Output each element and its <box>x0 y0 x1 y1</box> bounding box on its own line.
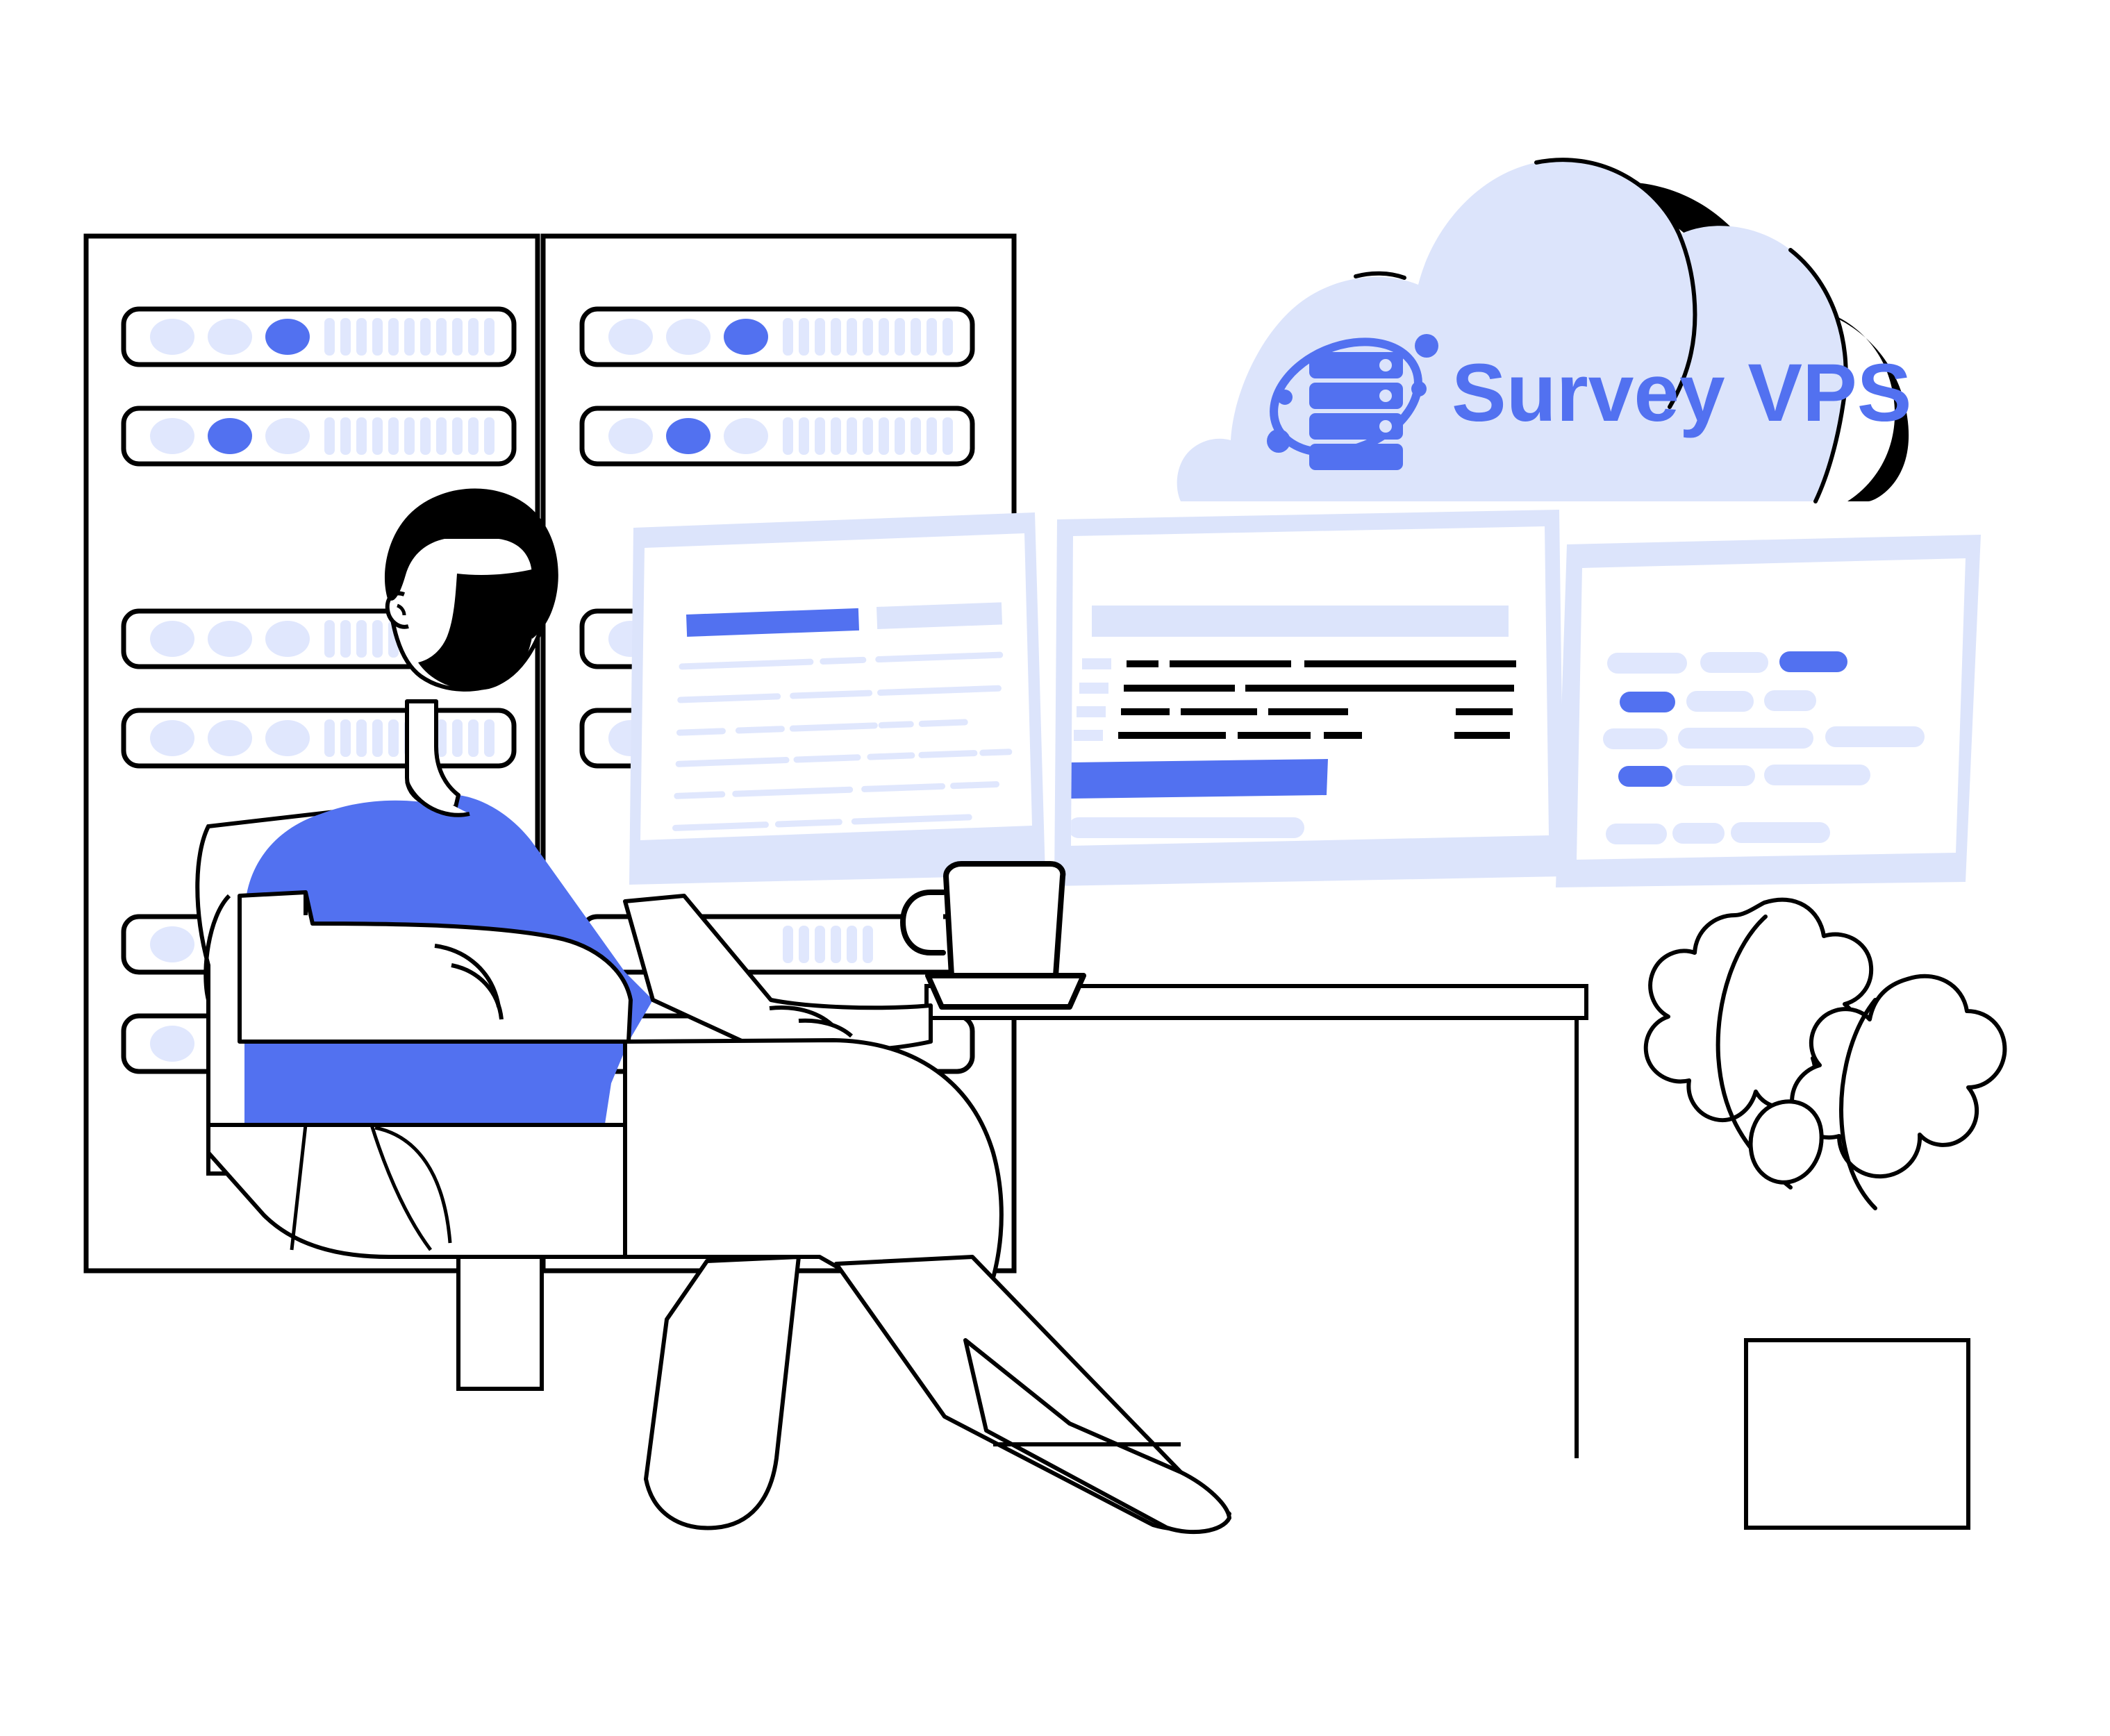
monitor-left-content <box>672 602 1013 831</box>
monitor-left[interactable] <box>629 512 1045 885</box>
rack-led <box>208 319 252 355</box>
chair-pedestal <box>456 1255 544 1391</box>
rack-led <box>150 720 194 756</box>
rack-led <box>608 319 653 355</box>
hair <box>384 488 558 639</box>
plant-leaf <box>1643 897 1874 1123</box>
monitor-center-content <box>1060 606 1516 906</box>
code-pale-bar <box>1071 817 1304 838</box>
rack-unit[interactable] <box>121 708 517 769</box>
monitor-center[interactable] <box>1054 510 1564 906</box>
rack-led-active <box>724 319 768 355</box>
code-line <box>1079 683 1514 694</box>
seated-administrator <box>195 488 1231 1535</box>
rack-led <box>724 418 768 454</box>
table-header-secondary <box>877 602 1003 629</box>
code-title-bar <box>1092 606 1509 637</box>
server-stack-orbit-icon <box>1267 334 1438 470</box>
rack-led-active <box>265 319 310 355</box>
rack-led <box>666 319 711 355</box>
code-accent-bar <box>1071 759 1328 799</box>
rack-led <box>150 1026 194 1062</box>
rack-unit[interactable] <box>579 306 975 367</box>
rack-led <box>150 418 194 454</box>
list-row <box>1620 690 1816 712</box>
rack-unit[interactable] <box>121 406 517 467</box>
list-row <box>1606 822 1830 844</box>
rack-vents <box>324 417 495 455</box>
table-header-primary <box>686 608 860 637</box>
rack-led <box>150 621 194 657</box>
rack-unit[interactable] <box>579 406 975 467</box>
rack-led <box>150 319 194 355</box>
code-line <box>1082 658 1516 669</box>
rack-unit[interactable] <box>121 306 517 367</box>
rack-led <box>208 621 252 657</box>
plant-leaf <box>1748 1099 1824 1185</box>
code-pale-bar <box>1060 885 1282 906</box>
cloud-brand-label: Survey VPS <box>1452 347 1911 439</box>
list-row <box>1618 765 1870 787</box>
arm-back <box>238 890 633 1044</box>
cloud-badge[interactable]: Survey VPS <box>1177 158 1912 503</box>
list-row <box>1603 726 1925 749</box>
beard <box>418 569 533 691</box>
monitor-right[interactable] <box>1556 535 1981 887</box>
plant-leaf-vein <box>1839 998 1877 1210</box>
rack-led-active <box>208 418 252 454</box>
rack-vents <box>783 417 953 455</box>
rack-led <box>265 621 310 657</box>
monitor-right-content <box>1603 651 1925 860</box>
rack-vents <box>783 926 873 963</box>
rack-led-active <box>666 418 711 454</box>
plant-leaf <box>1790 974 2007 1179</box>
code-line <box>1074 730 1510 741</box>
rack-led <box>208 720 252 756</box>
rack-vents <box>324 318 495 356</box>
rack-led <box>265 418 310 454</box>
table-rows <box>672 651 1013 831</box>
rack-led <box>608 418 653 454</box>
leg-back-shin <box>644 1255 801 1530</box>
code-line <box>1077 706 1513 717</box>
rack-led <box>150 926 194 962</box>
list-row <box>1607 651 1847 674</box>
potted-plant <box>1643 897 2007 1530</box>
rack-vents <box>783 318 953 356</box>
coffee-cup-on-saucer[interactable] <box>899 861 1086 1010</box>
rack-led <box>265 720 310 756</box>
plant-pot <box>1744 1338 1970 1530</box>
foot-front <box>963 1338 1231 1535</box>
